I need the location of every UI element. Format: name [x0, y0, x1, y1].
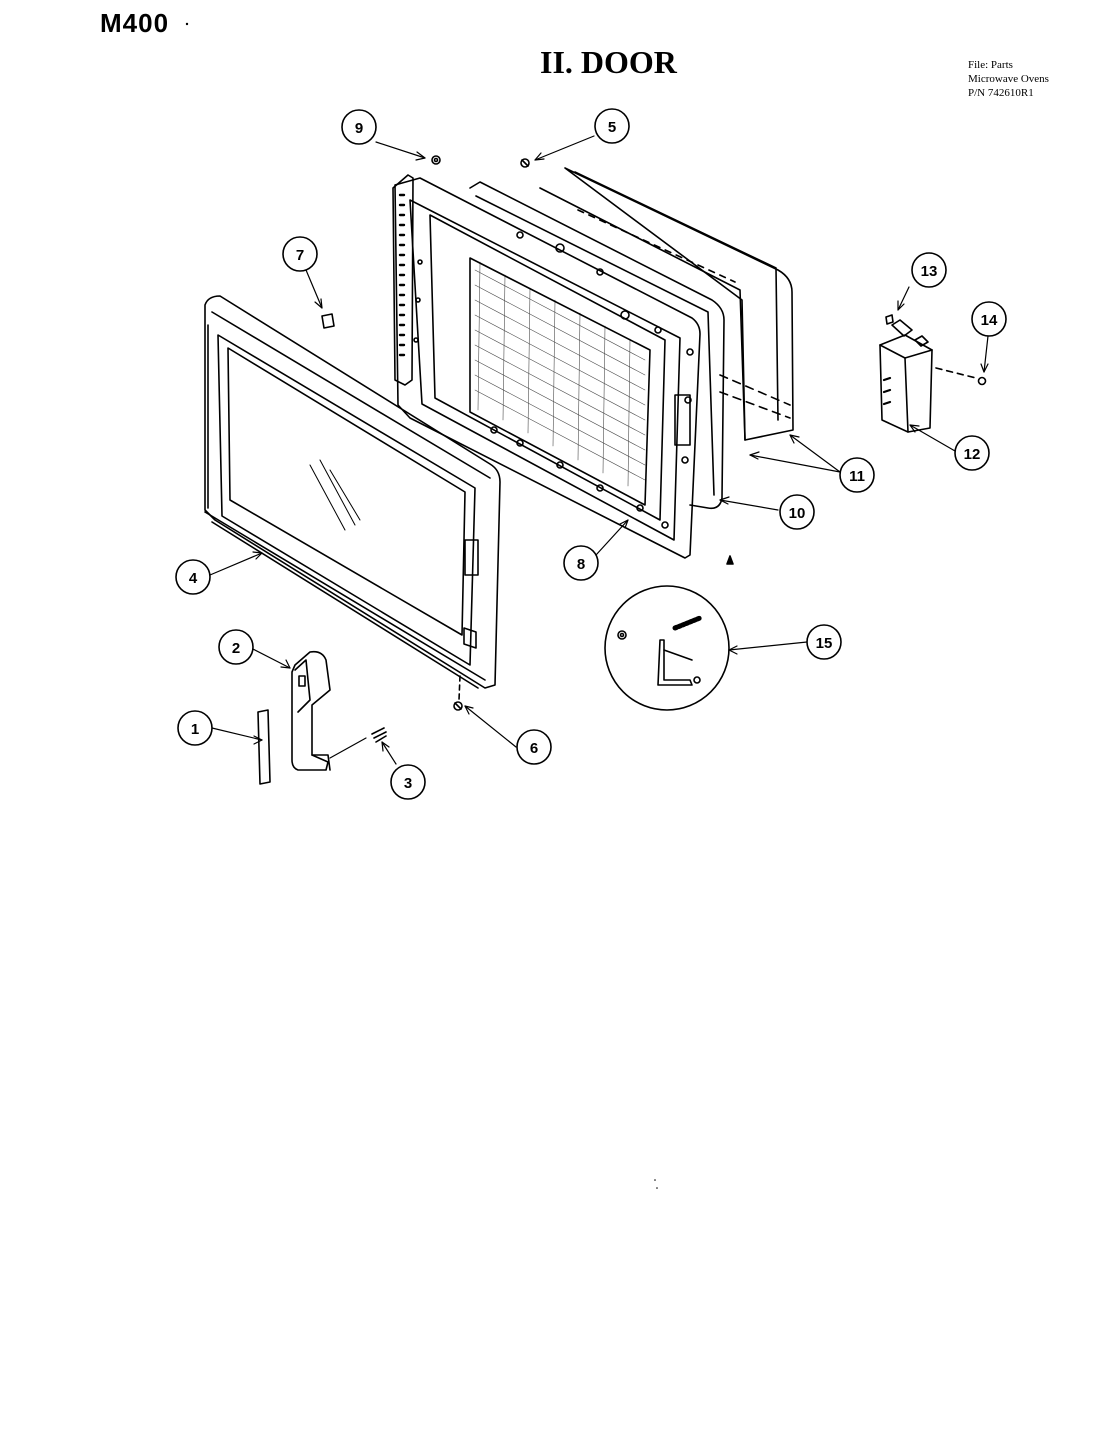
- file-line: Microwave Ovens: [968, 73, 1049, 85]
- screw-14: [977, 376, 987, 386]
- callout-15: 15: [816, 635, 833, 652]
- door-handle: [291, 650, 331, 771]
- callout-13: 13: [921, 263, 938, 280]
- callout-8: 8: [577, 556, 585, 573]
- callout-11: 11: [849, 468, 865, 485]
- callout-14: 14: [981, 312, 998, 329]
- back-cover-panel: [539, 167, 794, 441]
- screw-14-guide: [935, 367, 977, 379]
- clip-7: [321, 313, 335, 329]
- callout-numbers: 1 2 3 4 5 6 7 8 9 10 11 12 13 14 15: [189, 119, 998, 792]
- screw-3: [371, 727, 387, 743]
- callout-7: 7: [296, 247, 304, 264]
- switch-lever-13: [885, 314, 894, 325]
- nut-9: [431, 155, 441, 165]
- callout-circles: [175, 108, 1007, 800]
- callout-12: 12: [964, 446, 981, 463]
- file-line: P/N 742610R1: [968, 87, 1034, 99]
- callout-1: 1: [191, 721, 199, 738]
- screw-6-guide: [458, 675, 461, 701]
- interlock-switch-assembly: [879, 319, 933, 433]
- callout-5: 5: [608, 119, 616, 136]
- callout-10: 10: [789, 505, 806, 522]
- small-part-marker: [726, 555, 734, 565]
- callout-9: 9: [355, 120, 363, 137]
- callout-3: 3: [404, 775, 412, 792]
- door-choke-gasket: [469, 181, 725, 510]
- callout-4: 4: [189, 570, 198, 587]
- callout-2: 2: [232, 640, 240, 657]
- screw-5: [520, 158, 530, 168]
- page-title: II. DOOR: [540, 44, 677, 80]
- file-info: File: Parts Microwave Ovens P/N 742610R1: [968, 58, 1049, 100]
- outer-door-frame: [204, 295, 501, 689]
- handle-insert-strip: [257, 709, 271, 785]
- inner-door-frame: [392, 174, 701, 559]
- file-line: File: Parts: [968, 59, 1013, 71]
- latch-detail-circle: [604, 585, 730, 711]
- model-label: M400: [100, 8, 170, 38]
- leader-lines: [209, 135, 989, 765]
- callout-6: 6: [530, 740, 538, 757]
- screw-6: [453, 701, 463, 711]
